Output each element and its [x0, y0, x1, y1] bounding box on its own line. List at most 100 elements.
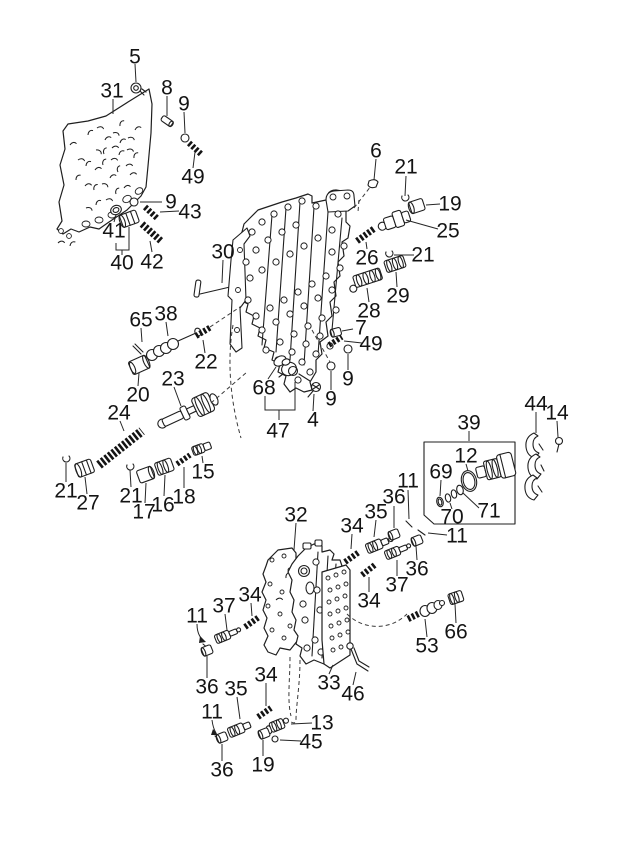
callout-label-36-49: 36 [405, 558, 428, 581]
callout-label-38-20: 38 [154, 303, 177, 326]
callout-label-32-50: 32 [284, 504, 307, 527]
part-ball-45 [271, 735, 279, 743]
part-snap-ring-21-c [62, 455, 71, 463]
part-snap-ring-21-d [126, 463, 135, 471]
callout-label-16-36: 16 [151, 494, 174, 517]
assembly-dashed-lines [209, 185, 408, 724]
callout-label-66-56: 66 [444, 621, 467, 644]
callout-label-19-68: 19 [251, 754, 274, 777]
part-clip-6 [367, 179, 379, 189]
callout-label-4-28: 4 [307, 409, 319, 432]
part-o-ring-69 [436, 496, 444, 508]
part-cap-36-b [410, 534, 424, 547]
part-valve-35-b [226, 721, 252, 738]
part-upper-valve-body [227, 189, 356, 393]
callout-label-49-4: 49 [181, 166, 204, 189]
part-valve-23 [157, 392, 219, 429]
part-bracket-46 [346, 642, 370, 672]
callout-label-7-22: 7 [355, 317, 367, 340]
part-ball-9-a [180, 133, 190, 143]
callout-label-23-25: 23 [161, 368, 184, 391]
callout-label-37-60: 37 [212, 595, 235, 618]
callout-label-15-38: 15 [191, 461, 214, 484]
callout-label-71-45: 71 [477, 500, 500, 523]
part-o-ring-71 [456, 484, 464, 496]
callout-label-13-66: 13 [310, 712, 333, 735]
callout-label-21-12: 21 [394, 156, 417, 179]
callout-label-27-33: 27 [76, 492, 99, 515]
callout-label-6-11: 6 [370, 140, 382, 163]
callout-label-12-42: 12 [454, 445, 477, 468]
callout-label-17-35: 17 [132, 501, 155, 524]
part-pin-11-b [417, 529, 426, 536]
callout-label-36-47: 36 [382, 486, 405, 509]
part-sleeve-16 [154, 457, 175, 476]
part-sleeve-17 [136, 465, 156, 484]
callout-label-35-52: 35 [364, 501, 387, 524]
callout-label-69-43: 69 [429, 461, 452, 484]
callout-label-36-62: 36 [195, 676, 218, 699]
callout-label-25-14: 25 [436, 220, 459, 243]
callout-label-8-2: 8 [161, 77, 173, 100]
part-plug-27 [74, 458, 95, 478]
part-valve-13 [265, 717, 290, 735]
part-o-ring-12 [460, 470, 478, 492]
part-spring-43 [142, 204, 161, 222]
part-valve-25 [377, 209, 412, 231]
callout-label-21-16: 21 [411, 244, 434, 267]
part-spool-28 [349, 267, 383, 293]
part-spring-34-b [360, 561, 378, 578]
callout-label-34-51: 34 [340, 515, 364, 538]
callout-label-9-3: 9 [178, 93, 190, 116]
callout-label-34-64: 34 [254, 664, 278, 687]
part-spring-24 [96, 427, 145, 469]
callout-label-19-13: 19 [438, 193, 461, 216]
callout-label-40-8: 40 [110, 252, 133, 275]
part-pin-8 [160, 115, 174, 128]
part-ring-41 [110, 204, 122, 216]
callout-label-11-46: 11 [397, 470, 419, 493]
part-bolt-4 [307, 381, 322, 398]
callout-label-39-39: 39 [457, 412, 480, 435]
part-spring-49-b [327, 334, 344, 348]
callout-label-11-48: 11 [446, 525, 468, 548]
part-sleeve-20 [128, 354, 151, 375]
part-spring-18 [175, 452, 192, 467]
part-spring-34-c [243, 614, 261, 630]
callout-label-42-9: 42 [140, 251, 163, 274]
part-ball-9-b [129, 197, 139, 207]
callout-label-44-40: 44 [524, 393, 548, 416]
callout-label-18-37: 18 [172, 486, 195, 509]
callout-label-46-58: 46 [341, 683, 364, 706]
part-spring-26 [355, 225, 377, 244]
part-valve-assembly-47 [278, 358, 311, 382]
part-pin-65 [132, 343, 144, 355]
callout-label-20-24: 20 [126, 384, 149, 407]
callout-label-37-53: 37 [385, 574, 408, 597]
callout-label-9-26: 9 [342, 368, 354, 391]
part-kit-box-39 [423, 441, 516, 525]
callout-label-65-19: 65 [129, 309, 152, 332]
part-o-rings-70 [444, 489, 458, 503]
part-spool-53 [406, 599, 446, 622]
part-bracket-44 [524, 432, 545, 501]
part-ball-9-c [343, 344, 353, 354]
callout-label-43-6: 43 [178, 201, 201, 224]
callout-leader-lines [65, 63, 559, 761]
callout-label-33-57: 33 [317, 672, 340, 695]
callout-label-9-5: 9 [165, 191, 177, 214]
callout-label-34-54: 34 [357, 590, 381, 613]
part-cap-19-a [407, 198, 426, 215]
callout-label-31-1: 31 [100, 80, 123, 103]
callout-label-34-61: 34 [238, 584, 262, 607]
callout-label-11-59: 11 [186, 605, 208, 628]
callout-label-47-30: 47 [266, 420, 289, 443]
part-separator-plate-33 [321, 564, 351, 669]
part-valve-37-a [383, 543, 412, 560]
part-solenoid-12 [475, 451, 517, 481]
callout-label-35-63: 35 [224, 678, 247, 701]
callout-label-36-69: 36 [210, 759, 233, 782]
callout-label-29-17: 29 [386, 285, 409, 308]
